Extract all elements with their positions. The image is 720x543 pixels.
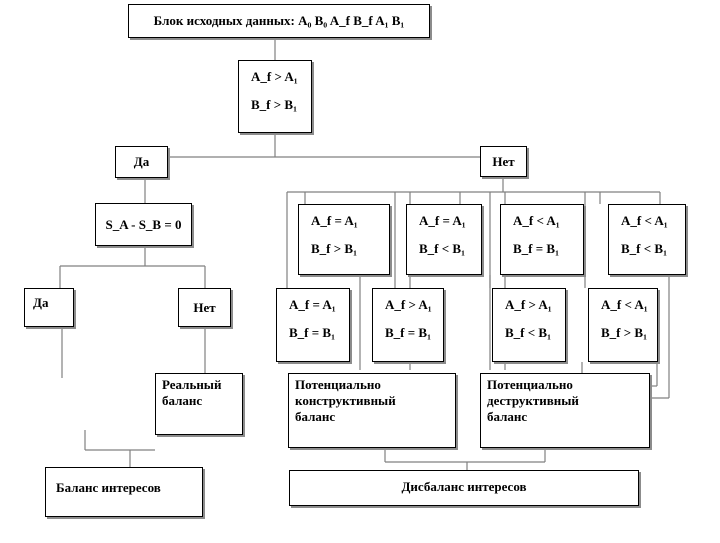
case-upper-2-line1: A_f = A₁ — [419, 213, 466, 228]
case-lower-2-line1: A_f > A₁ — [385, 297, 432, 312]
case-lower-2: A_f > A₁ B_f = B₁ — [372, 288, 444, 362]
branch-yes-label: Да — [133, 154, 150, 169]
case-lower-4: A_f < A₁ B_f > B₁ — [588, 288, 658, 362]
potential-constructive-line1: Потенциально — [295, 377, 381, 392]
real-balance-line2: баланс — [162, 393, 203, 408]
no2-box: Нет — [178, 288, 231, 327]
branch-no-box: Нет — [480, 146, 527, 177]
source-data-label: Блок исходных данных: A₀ B₀ A_f B_f A₁ B… — [153, 13, 405, 28]
case-lower-1-line1: A_f = A₁ — [289, 297, 336, 312]
case-upper-1: A_f = A₁ B_f > B₁ — [298, 204, 390, 275]
real-balance-line1: Реальный — [162, 377, 222, 392]
potential-destructive-line1: Потенциально — [487, 377, 573, 392]
no2-label: Нет — [193, 299, 216, 315]
potential-destructive-line2: деструктивный — [487, 393, 579, 408]
case-upper-2-line2: B_f < B₁ — [419, 241, 465, 256]
potential-constructive-line3: баланс — [295, 409, 336, 424]
condition-diff-box: S_A - S_B = 0 — [95, 203, 192, 246]
case-lower-3-line2: B_f < B₁ — [505, 325, 551, 340]
potential-constructive-box: Потенциально конструктивный баланс — [288, 373, 456, 448]
case-upper-4: A_f < A₁ B_f < B₁ — [608, 204, 686, 275]
case-lower-3-line1: A_f > A₁ — [505, 297, 552, 312]
yes2-box: Да — [24, 288, 74, 327]
case-upper-2: A_f = A₁ B_f < B₁ — [406, 204, 482, 275]
balance-of-interests-label: Баланс интересов — [56, 480, 161, 495]
balance-of-interests-box: Баланс интересов — [45, 467, 203, 517]
case-upper-1-line2: B_f > B₁ — [311, 241, 357, 256]
case-lower-2-line2: B_f = B₁ — [385, 325, 431, 340]
case-upper-4-line1: A_f < A₁ — [621, 213, 668, 228]
case-lower-4-line1: A_f < A₁ — [601, 297, 648, 312]
potential-destructive-box: Потенциально деструктивный баланс — [480, 373, 650, 448]
condition-top-line2: B_f > B₁ — [251, 97, 297, 112]
case-upper-3: A_f < A₁ B_f = B₁ — [500, 204, 584, 275]
imbalance-of-interests-label: Дисбаланс интересов — [401, 479, 527, 494]
branch-yes-box: Да — [115, 146, 168, 178]
case-lower-3: A_f > A₁ B_f < B₁ — [492, 288, 566, 362]
case-upper-3-line2: B_f = B₁ — [513, 241, 559, 256]
branch-no-label: Нет — [492, 153, 515, 169]
source-data-box: Блок исходных данных: A₀ B₀ A_f B_f A₁ B… — [128, 4, 430, 38]
case-lower-1: A_f = A₁ B_f = B₁ — [276, 288, 350, 362]
condition-top-line1: A_f > A₁ — [251, 69, 298, 84]
case-lower-4-line2: B_f > B₁ — [601, 325, 647, 340]
case-lower-1-line2: B_f = B₁ — [289, 325, 335, 340]
real-balance-box: Реальный баланс — [155, 373, 243, 435]
imbalance-of-interests-box: Дисбаланс интересов — [289, 470, 639, 506]
condition-diff-label: S_A - S_B = 0 — [105, 216, 182, 232]
case-upper-4-line2: B_f < B₁ — [621, 241, 667, 256]
case-upper-3-line1: A_f < A₁ — [513, 213, 560, 228]
case-upper-1-line1: A_f = A₁ — [311, 213, 358, 228]
yes2-label: Да — [33, 295, 49, 310]
potential-constructive-line2: конструктивный — [295, 393, 396, 408]
potential-destructive-line3: баланс — [487, 409, 528, 424]
condition-top: A_f > A₁ B_f > B₁ — [238, 60, 312, 133]
